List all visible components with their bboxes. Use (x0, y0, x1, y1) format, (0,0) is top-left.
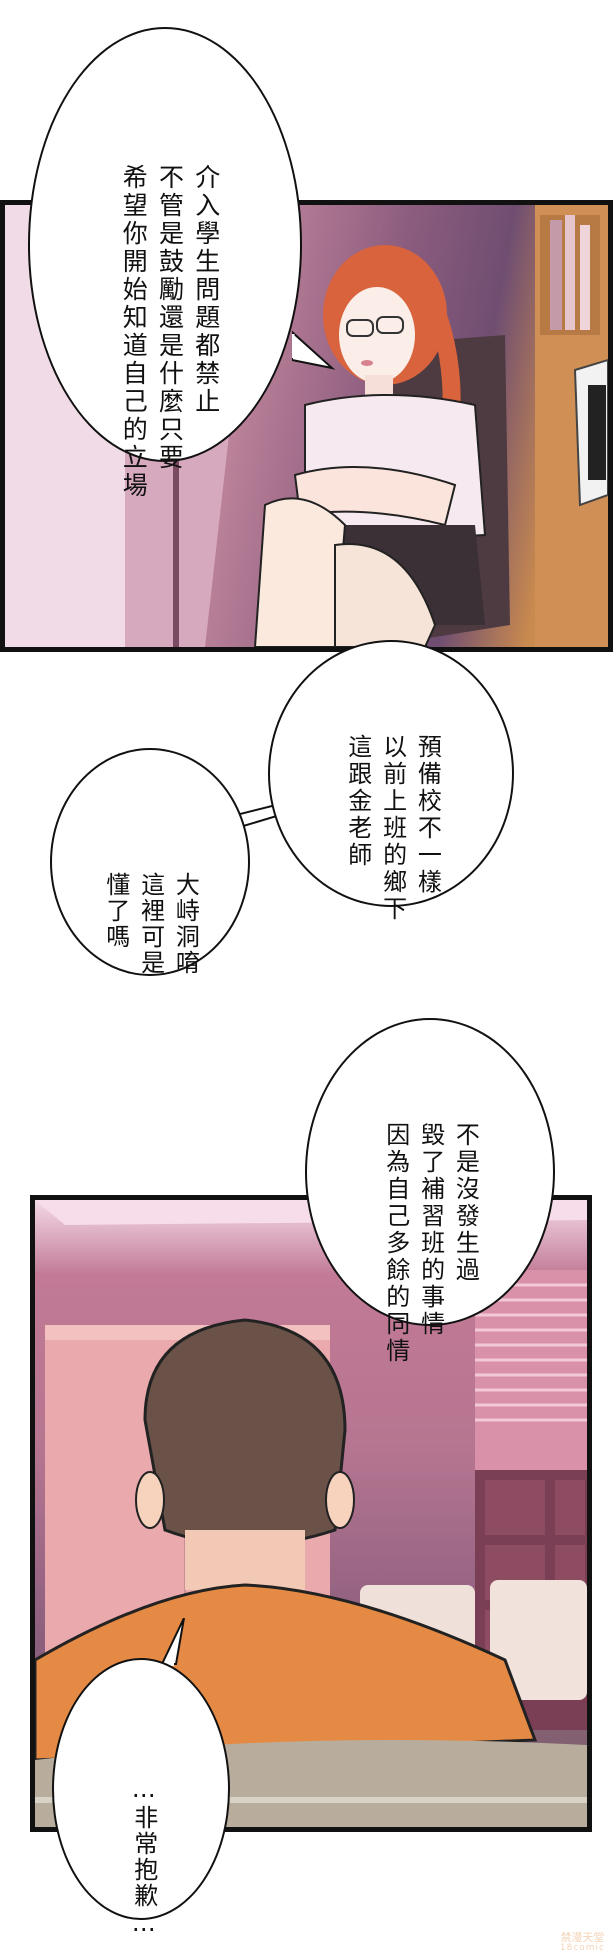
bubble-2-line-1: 這跟金老師 (343, 734, 372, 869)
bubble-4-line-2: 毀了補習班的事情 (416, 1122, 445, 1338)
bubble-4-line-3: 不是沒發生過 (451, 1122, 480, 1284)
bubble-3-line-1: 懂了嗎 (101, 872, 130, 950)
watermark: 禁漫天堂 18comic (559, 1931, 605, 1954)
bubble-2-line-3: 預備校不一樣 (413, 734, 442, 896)
bubble-1-text: 介入學生問題都禁止 不管是鼓勵還是什麼只要 希望你開始知道自己的立場 (115, 100, 260, 500)
bubble-1-tail (292, 330, 336, 370)
bubble-5-tail (160, 1618, 185, 1666)
speech-bubble-5 (52, 1658, 230, 1920)
watermark-title: 禁漫天堂 (560, 1931, 605, 1945)
bubble-2-text: 預備校不一樣 以前上班的鄉下 這跟金老師 (340, 672, 479, 923)
speech-bubble-1 (28, 27, 302, 462)
bubble-4-text: 不是沒發生過 毀了補習班的事情 因為自己多餘的同情 (378, 1060, 517, 1365)
bubble-3-line-3: 大峙洞唷 (171, 872, 200, 976)
speech-bubble-2 (268, 640, 514, 907)
bubble-4-line-1: 因為自己多餘的同情 (381, 1122, 410, 1365)
watermark-sub: 18comic (559, 1943, 605, 1954)
speech-bubble-3 (50, 748, 250, 976)
speech-bubble-4 (305, 1018, 555, 1326)
bubble-1-line-3: 介入學生問題都禁止 (191, 164, 221, 416)
bubble-5-text: …非常抱歉… (126, 1715, 196, 1939)
bubble-1-line-2: 不管是鼓勵還是什麼只要 (155, 164, 185, 472)
bubble-5-line-1: …非常抱歉… (129, 1775, 158, 1939)
bubble-3-text: 大峙洞唷 這裡可是 懂了嗎 (98, 812, 237, 976)
bubble-2-line-2: 以前上班的鄉下 (378, 734, 407, 923)
bubble-1-line-1: 希望你開始知道自己的立場 (119, 164, 149, 500)
bubble-3-line-2: 這裡可是 (136, 872, 165, 976)
